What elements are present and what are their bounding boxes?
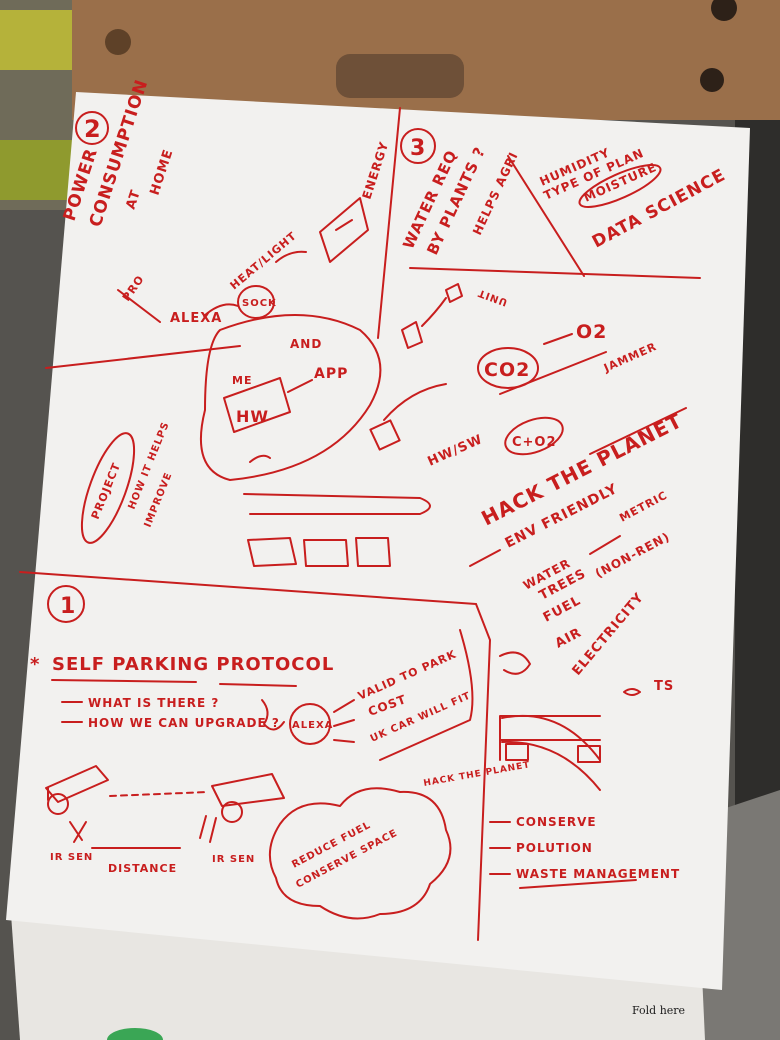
section-1-circle <box>47 585 85 623</box>
arrow-trees-metric <box>589 535 621 555</box>
divider-bottom-vertical <box>475 603 491 941</box>
wire-loop <box>243 493 431 515</box>
fold-here-label: Fold here <box>632 1004 686 1017</box>
car-right-sketch <box>211 773 285 807</box>
co2-label: CO2 <box>484 359 530 381</box>
star-icon: * <box>30 654 40 675</box>
self-parking-title: SELF PARKING PROTOCOL <box>52 654 334 675</box>
co2-circle <box>477 347 539 389</box>
board-hole-left <box>105 29 131 55</box>
graph-box-left <box>505 743 529 761</box>
o2-label: O2 <box>576 321 607 343</box>
alexa-label: ALEXA <box>170 311 222 326</box>
ts-loop <box>623 688 641 696</box>
brace-sketch <box>261 699 285 731</box>
parking-alexa-label: ALEXA <box>292 720 333 731</box>
hw-squiggle <box>249 454 271 463</box>
pollution-label: POLUTION <box>516 841 593 855</box>
arrow-to-energy <box>275 250 307 263</box>
hw-app-blob <box>199 314 382 481</box>
air-cloud-sketch <box>499 651 531 675</box>
moisture-circle <box>578 164 662 208</box>
section-2-circle <box>75 111 109 145</box>
ir-arrows-right <box>199 815 217 843</box>
yellow-poster-lower <box>0 140 78 200</box>
ts-label: TS <box>654 679 674 694</box>
device-box-2 <box>303 539 349 567</box>
arrow-alexa-sock <box>203 303 239 317</box>
conserve-label: CONSERVE <box>516 815 597 829</box>
car-left-wheel <box>47 793 69 815</box>
parking-outline <box>379 629 474 761</box>
app-label: APP <box>314 366 348 382</box>
hw-label: HW <box>236 407 269 426</box>
sensor-square <box>369 419 401 451</box>
board-hole-top-right <box>711 0 737 21</box>
benefits-cloud <box>269 787 452 920</box>
me-label: ME <box>232 374 252 387</box>
sock-label: SOCK <box>242 298 277 309</box>
ir-sen-right-label: IR SEN <box>212 854 255 865</box>
and-label: AND <box>290 337 322 351</box>
section-1-number: 1 <box>60 594 76 619</box>
graph-box-right <box>577 745 601 763</box>
section-3-circle <box>400 128 436 164</box>
co2-underline <box>499 351 607 395</box>
self-parking-underline <box>51 679 297 687</box>
what-is-there-label: WHAT IS THERE ? <box>88 696 219 710</box>
yellow-poster <box>0 10 78 70</box>
alexa-circle <box>289 703 331 745</box>
hw-box <box>223 377 291 433</box>
arrow-co2-o2 <box>543 333 573 345</box>
ir-arrows-left <box>69 821 87 843</box>
section-2-number: 2 <box>84 115 102 143</box>
energy-device-sketch <box>319 197 369 263</box>
divider-top-vertical <box>377 107 401 339</box>
sensor-wire <box>383 383 447 421</box>
divider-middle-horizontal <box>19 571 477 605</box>
device-box-3 <box>355 537 391 567</box>
water-device-sketch <box>401 283 463 349</box>
arrow-hw-app <box>287 379 313 393</box>
c-o2-label: C+O2 <box>512 435 557 450</box>
distance-label: DISTANCE <box>108 862 177 875</box>
green-sticker <box>107 1028 163 1040</box>
paper-sheet <box>6 92 750 990</box>
how-upgrade-label: HOW WE CAN UPGRADE ? <box>88 716 280 730</box>
c-o2-circle <box>504 416 564 456</box>
arrow-env <box>469 549 501 567</box>
project-ellipse <box>80 432 136 544</box>
hack-underline <box>589 407 687 455</box>
sock-circle <box>237 285 275 319</box>
device-box-1 <box>247 537 297 567</box>
divider-right-horizontal <box>409 267 701 279</box>
alexa-arrows <box>333 699 355 743</box>
car-left-sketch <box>45 765 109 803</box>
graph-sketch <box>499 714 601 791</box>
waste-underline <box>519 879 637 889</box>
ir-sen-left-label: IR SEN <box>50 852 93 863</box>
divider-left-horizontal <box>45 345 241 369</box>
arrow-pro-alexa <box>117 289 161 323</box>
car-right-wheel <box>221 801 243 823</box>
board-hole-right <box>700 68 724 92</box>
distance-dash <box>109 791 209 797</box>
divider-water-diagonal <box>507 155 585 277</box>
section-3-number: 3 <box>410 136 426 161</box>
power-title-line3: AT <box>124 188 144 212</box>
board-handle <box>336 54 464 98</box>
waste-management-label: WASTE MANAGEMENT <box>516 867 680 881</box>
